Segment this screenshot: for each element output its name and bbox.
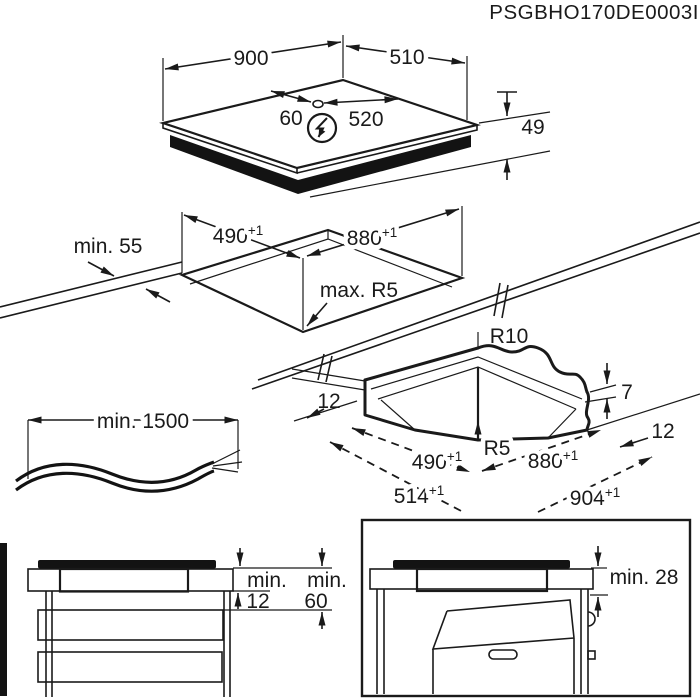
hob-glass-top (159, 78, 481, 170)
outer-depth-dim-line (329, 441, 466, 514)
drawer-front (37, 651, 223, 683)
worktop-section (27, 568, 234, 592)
front-clearance-arrow (145, 288, 171, 303)
cable-drawing (15, 449, 243, 493)
outer-width-dim-line (537, 456, 653, 513)
lightning-bolt-icon (306, 112, 338, 144)
outer-radius-label: R10 (490, 325, 529, 348)
drawer-gap-label-a: min. (247, 569, 287, 592)
ext-line (291, 368, 366, 382)
hob-depth-dim: 510 (389, 46, 424, 69)
hob-base-right-face (298, 135, 471, 194)
figure-frame (360, 518, 692, 698)
worktop-edge (257, 221, 700, 381)
inner-width-dim: 880+1 (528, 448, 578, 473)
ext-line (291, 377, 366, 391)
inner-width-dim-line (481, 429, 602, 472)
oven-body (431, 599, 575, 694)
drawer-gap-value-a: 12 (246, 590, 269, 613)
hob-width-dim-line (164, 40, 342, 71)
step-depth-dim: 7 (621, 381, 633, 404)
cutout-width-dim: 880+1 (347, 225, 397, 250)
hob-depth-dim-line (345, 44, 466, 65)
worktop-front-edge (0, 272, 183, 319)
figure-flush-recess-detail: R10 R5 7 12 12 490+1 880+1 514+1 904+1 (291, 325, 700, 515)
leader-line (584, 396, 617, 403)
front-clearance-arrow (87, 261, 115, 277)
ledge-right-arrow (619, 437, 649, 448)
drawer-gap-label-b: min. (307, 569, 347, 592)
recess-wall-edge (380, 399, 416, 431)
hob-body-section (58, 567, 190, 593)
cutout-depth-dim: 490+1 (213, 223, 263, 248)
cable-length-dim: min. 1500 (97, 410, 189, 433)
recess-rim-left (363, 346, 480, 382)
oven-handle (488, 649, 518, 660)
oven-hinge (587, 650, 596, 660)
leader-line (478, 111, 551, 124)
front-clearance-label: min. 55 (74, 235, 143, 258)
hob-width-dim: 900 (233, 47, 268, 70)
hob-base-left-face (170, 135, 298, 194)
figure-drawer-clearance: min. min. 12 60 (0, 543, 347, 697)
recess-step-line (370, 356, 583, 400)
recess-rim-broken-edge (476, 344, 589, 394)
cable-offset-left-arrow (270, 90, 312, 103)
wire-end (211, 449, 241, 465)
recess-bottom-outline (363, 378, 589, 442)
cutout-depth-dim-line (183, 214, 301, 259)
cutout-width-dim-line (306, 208, 460, 257)
oven-knob (587, 611, 596, 627)
cable-offset-right: 520 (348, 108, 383, 131)
leader-line (586, 393, 700, 431)
worktop-front-edge (0, 261, 183, 308)
worktop-edge (251, 232, 700, 390)
hob-glass-edge (162, 123, 478, 175)
oven-gap-label: min. 28 (610, 566, 679, 589)
hob-glass-section (38, 560, 216, 569)
figure-mains-cable: min. 1500 (15, 406, 243, 493)
figure-oven-clearance: min. 28 (360, 518, 692, 698)
figure-hob-overview: 900 510 60 520 49 (159, 35, 551, 198)
cable-offset-left: 60 (279, 107, 302, 130)
inner-depth-dim-line (351, 427, 471, 473)
cutout-radius-label: max. R5 (320, 279, 398, 302)
wire-end (212, 461, 243, 467)
hob-height-dim: 49 (521, 116, 544, 139)
leader-line (309, 150, 551, 198)
drawer-front (37, 609, 224, 641)
hob-glass-section (393, 560, 570, 569)
hob-body-section (415, 567, 549, 593)
recess-broken-face (584, 390, 591, 432)
leader-line (293, 400, 358, 422)
wire-end (211, 467, 239, 473)
outer-width-dim: 904+1 (570, 485, 620, 510)
ledge-right-dim: 12 (651, 420, 674, 443)
oven-drawing (431, 599, 596, 694)
break-mark (317, 353, 333, 383)
ledge-left-dim: 12 (317, 390, 340, 413)
inner-radius-label: R5 (484, 437, 511, 460)
inner-depth-dim: 490+1 (412, 449, 462, 474)
ledge-left-arrow (306, 408, 325, 419)
cutout-radius-arrow (306, 302, 328, 327)
figure-edge-bar (0, 543, 7, 696)
drawer-gap-value-b: 60 (304, 590, 327, 613)
break-mark (493, 282, 509, 319)
cutout-hole (178, 228, 466, 334)
cable-offset-right-arrow (323, 96, 399, 106)
cable-entry-point (312, 99, 324, 109)
leader-line (589, 384, 617, 393)
outer-depth-dim: 514+1 (394, 483, 444, 508)
drawing-code: PSGBHO170DE0003I (489, 1, 699, 24)
figure-worktop-cutout: 490+1 880+1 max. R5 min. 55 (0, 206, 700, 390)
